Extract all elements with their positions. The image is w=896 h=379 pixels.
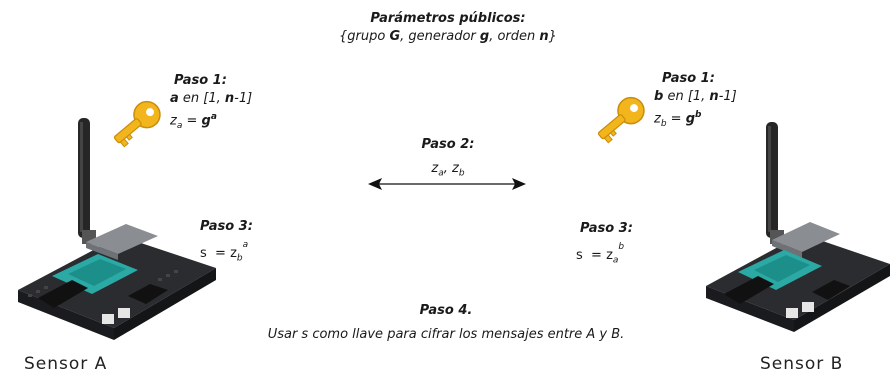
sensor-a-step1-range: a en [1, n-1] (170, 91, 253, 106)
sensor-b-step3-title: Paso 3: (580, 221, 633, 236)
public-params: Parámetros públicos: {grupo G, generador… (298, 10, 598, 46)
public-params-title: Parámetros públicos: (370, 11, 526, 26)
step2-title: Paso 2: (421, 137, 475, 152)
sensor-board-icon (706, 122, 890, 332)
sensor-b-step1: Paso 1: b en [1, n-1] zb = gb (654, 70, 737, 133)
step4-title: Paso 4. (419, 303, 473, 318)
sensor-b-label: Sensor B (760, 354, 844, 374)
key-icon (113, 100, 161, 148)
sensor-board-icon (18, 118, 216, 340)
sensor-a-step1-z: za = ga (170, 112, 217, 131)
step4: Paso 4. Usar s como llave para cifrar lo… (236, 302, 656, 344)
sensor-b-step1-title: Paso 1: (662, 71, 715, 86)
double-arrow-icon (368, 178, 526, 190)
step2-values: za, zb (431, 161, 465, 179)
step4-text: Usar s como llave para cifrar los mensaj… (267, 327, 625, 342)
sensor-b-step3: Paso 3: s = zab (576, 220, 633, 270)
sensor-a-label: Sensor A (24, 354, 108, 374)
sensor-b-step1-range: b en [1, n-1] (654, 89, 737, 104)
sensor-a-step1: Paso 1: a en [1, n-1] za = ga (170, 72, 252, 135)
sensor-b-step3-eq: s = zab (576, 242, 625, 266)
sensor-a-step3: Paso 3: s = zba (200, 218, 253, 268)
sensor-a-step1-title: Paso 1: (174, 73, 227, 88)
sensor-b-step1-z: zb = gb (654, 110, 702, 129)
step2: Paso 2: za, zb (398, 136, 498, 183)
sensor-a-step3-title: Paso 3: (200, 219, 253, 234)
public-params-values: {grupo G, generador g, orden n} (339, 29, 557, 44)
sensor-a-step3-eq: s = zba (200, 240, 249, 264)
key-icon (597, 96, 645, 144)
